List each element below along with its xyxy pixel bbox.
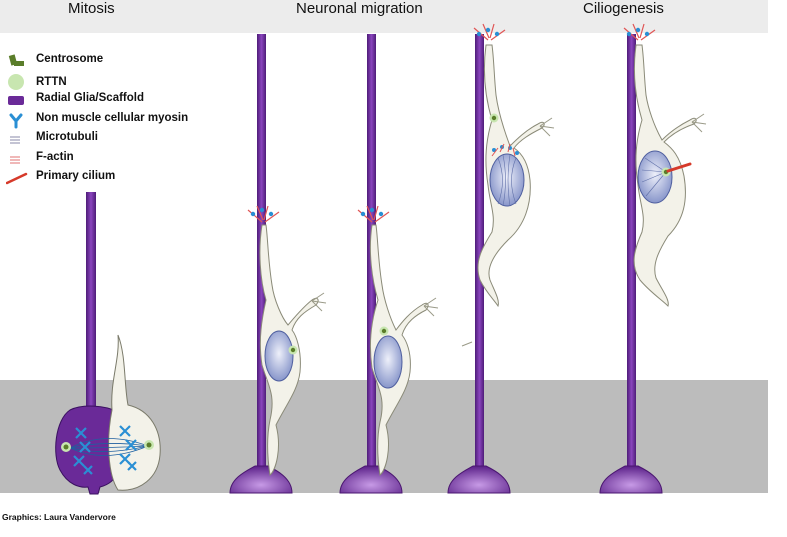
radial-glia-endfoot	[229, 465, 293, 494]
header-neuronal-migration: Neuronal migration	[296, 0, 423, 17]
radial-glia-endfoot	[339, 465, 403, 494]
migration-scene-1	[229, 34, 327, 494]
centrosome-marker	[146, 442, 152, 448]
myosin-cap	[357, 205, 390, 223]
radial-glia-endfoot	[447, 465, 511, 494]
centrosome-marker	[381, 328, 387, 334]
mitosis-scene	[55, 192, 161, 495]
nucleus	[264, 330, 294, 382]
myosin-dots	[250, 207, 274, 217]
chromosomes-right	[119, 425, 137, 471]
growth-cone	[311, 292, 327, 312]
radial-glia-fiber	[86, 192, 96, 422]
chromosomes-left	[73, 427, 93, 475]
spindle-microtubules	[69, 438, 149, 456]
legend-label: RTTN	[36, 75, 67, 88]
radial-glia-endfoot	[599, 465, 663, 494]
dividing-cell-right	[108, 334, 161, 491]
microtubuli-icon	[10, 136, 20, 144]
myosin-dots	[626, 27, 650, 37]
myosin-dots	[476, 27, 500, 37]
centrosome-marker	[491, 115, 497, 121]
legend-label: Non muscle cellular myosin	[36, 111, 189, 124]
myosin-cap	[247, 205, 280, 223]
radial-glia-icon	[8, 96, 24, 105]
ciliogenesis-scene	[599, 23, 707, 494]
growth-cone	[539, 117, 555, 137]
header-mitosis: Mitosis	[68, 0, 115, 17]
rttn-icon	[8, 73, 24, 90]
legend-label: Microtubuli	[36, 131, 98, 143]
nucleus	[489, 153, 525, 207]
trailing-process	[461, 341, 473, 347]
radial-glia-fiber	[475, 34, 484, 474]
primary-cilium	[666, 162, 692, 173]
nucleus-microtubules	[497, 154, 517, 207]
growth-cone	[423, 297, 439, 317]
myosin-dots	[360, 207, 384, 217]
primary-cilium-icon	[6, 172, 28, 185]
legend-label: Radial Glia/Scaffold	[36, 92, 144, 104]
legend-label: Primary cilium	[36, 170, 116, 182]
centrosome-icon	[8, 54, 24, 66]
centrosome-marker	[63, 444, 69, 450]
header-band	[0, 0, 768, 33]
legend-label: F-actin	[36, 150, 74, 163]
radial-glia-fiber	[627, 34, 636, 474]
migration-scene-3	[447, 23, 555, 494]
f-actin-ring	[491, 143, 516, 157]
graphics-credit: Graphics: Laura Vandervore	[2, 512, 116, 522]
header-ciliogenesis: Ciliogenesis	[583, 0, 664, 17]
migration-scene-2	[339, 34, 439, 494]
myosin-icon	[9, 113, 23, 128]
f-actin-icon	[10, 156, 20, 163]
nucleus	[637, 150, 673, 204]
centrosome-marker	[290, 347, 296, 353]
legend-label: Centrosome	[36, 53, 104, 65]
growth-cone	[691, 113, 707, 133]
nucleus	[373, 335, 403, 389]
